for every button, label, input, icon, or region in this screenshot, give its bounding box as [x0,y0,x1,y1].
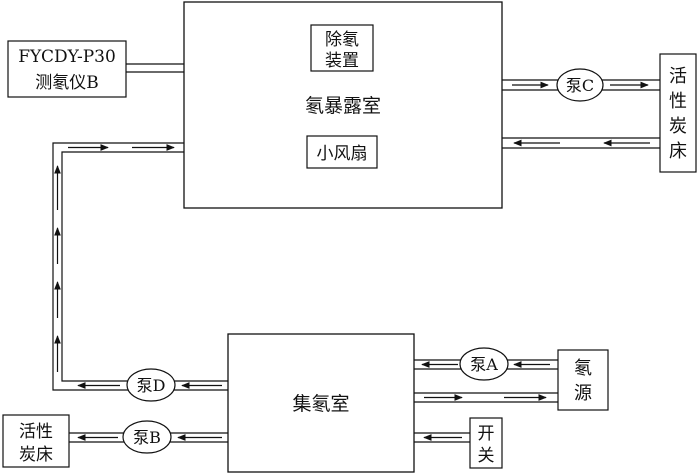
carbon-bed-right-box [659,53,697,173]
radon-remover-label-line1: 除氡 [325,30,359,50]
radon-remover-box [310,24,374,72]
pump-c [556,68,604,102]
pump-d [126,368,176,402]
carbon-bed-left-label-line1: 活性 [19,422,53,442]
radon-meter-box [7,40,127,98]
switch-label-line2: 关 [478,446,495,466]
radon-source-label-line2: 源 [574,383,592,404]
radon-source-label-line1: 氡 [574,358,592,379]
small-fan-box [306,135,378,169]
carbon-bed-right-char-2: 性 [669,91,687,112]
switch-box [469,417,503,469]
carbon-bed-left-label-line2: 炭床 [19,445,53,465]
carbon-bed-right-char-4: 床 [669,141,687,162]
radon-meter-model: FYCDY-P30 [18,47,116,67]
pump-d-label: 泵D [137,376,166,395]
pump-a [459,347,509,381]
pump-c-label: 泵C [566,76,594,95]
radon-source-box [557,349,609,411]
radon-remover-label-line2: 装置 [325,51,359,71]
small-fan-label: 小风扇 [317,144,368,164]
carbon-bed-right-char-1: 活 [669,66,687,87]
switch-label-line1: 开 [478,424,495,444]
pump-b [122,420,172,454]
radon-collection-chamber-label: 集氡室 [292,393,349,415]
carbon-bed-left-box [2,414,70,468]
radon-exposure-chamber-label: 氡暴露室 [305,95,381,117]
radon-meter-label: 测氡仪B [35,73,99,93]
pump-a-label: 泵A [470,355,498,374]
pump-b-label: 泵B [133,428,161,447]
radon-collection-chamber-box [227,333,415,473]
carbon-bed-right-char-3: 炭 [669,116,687,137]
